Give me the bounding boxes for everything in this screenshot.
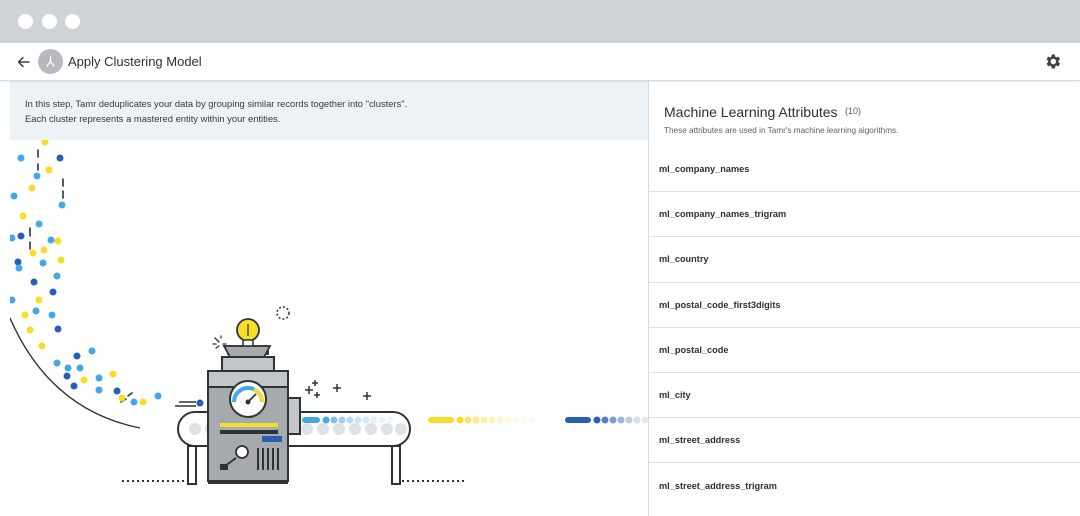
dashed-record-lines [29,149,133,403]
list-item[interactable]: ml_company_names [649,147,1080,193]
output-clusters [302,416,649,424]
attribute-name: ml_company_names [659,164,750,175]
lightbulb-icon [236,318,260,347]
list-item[interactable]: ml_postal_code [649,328,1080,373]
attribute-name: ml_country [659,254,709,265]
attribute-name: ml_postal_code [659,344,729,355]
list-item[interactable]: ml_street_address_trigram [649,463,1080,508]
clustering-machine-illustration [8,138,649,516]
page-header: Apply Clustering Model [0,43,1080,81]
gear-icon[interactable] [1043,52,1062,71]
attribute-name: ml_company_names_trigram [659,209,787,220]
ml-attributes-subtitle: These attributes are used in Tamr's mach… [664,126,899,135]
merge-icon [38,49,63,74]
ml-attributes-count: (10) [845,106,862,116]
page-title: Apply Clustering Model [68,54,202,69]
record-dots [8,138,162,406]
window-titlebar [0,0,1080,43]
step-description-line-1: In this step, Tamr deduplicates your dat… [25,98,408,109]
step-description: In this step, Tamr deduplicates your dat… [10,81,648,140]
attribute-name: ml_postal_code_first3digits [659,299,781,310]
window-close-button[interactable] [18,14,33,29]
clustering-step-panel: In this step, Tamr deduplicates your dat… [8,81,649,516]
list-item[interactable]: ml_street_address [649,418,1080,464]
window-minimize-button[interactable] [42,14,57,29]
attribute-name: ml_city [659,390,691,401]
list-item[interactable]: ml_city [649,373,1080,419]
step-description-line-2: Each cluster represents a mastered entit… [25,113,281,124]
list-item[interactable]: ml_company_names_trigram [649,192,1080,238]
ml-attributes-title: Machine Learning Attributes [664,104,838,120]
ml-attributes-list: ml_company_names ml_company_names_trigra… [649,147,1080,509]
ml-attributes-panel: Machine Learning Attributes (10) These a… [648,81,1080,516]
attribute-name: ml_street_address [659,435,741,446]
arrow-left-icon[interactable] [13,51,35,73]
attribute-name: ml_street_address_trigram [659,480,777,491]
list-item[interactable]: ml_postal_code_first3digits [649,283,1080,328]
window-maximize-button[interactable] [65,14,80,29]
list-item[interactable]: ml_country [649,237,1080,283]
clustering-machine [207,345,301,484]
